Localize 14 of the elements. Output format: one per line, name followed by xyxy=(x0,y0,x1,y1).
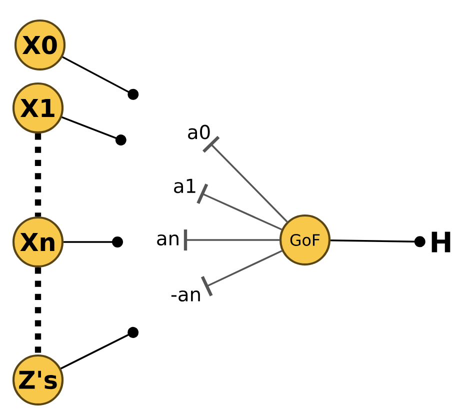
weight-label: -an xyxy=(171,290,200,302)
weight-label: a1 xyxy=(174,178,196,194)
dot-ended-line xyxy=(330,236,426,248)
dot-ended-line xyxy=(62,56,139,100)
dot-ended-line xyxy=(60,326,139,370)
weight-label: an xyxy=(157,234,178,246)
weight-label: a0 xyxy=(188,124,210,140)
output-label: H xyxy=(432,232,450,252)
dotted-line xyxy=(34,134,42,216)
dot-ended-line xyxy=(64,236,123,248)
dotted-line xyxy=(34,268,42,354)
bar-ended-line xyxy=(196,184,282,230)
bar-ended-line xyxy=(184,230,280,250)
dot-ended-line xyxy=(62,116,126,146)
